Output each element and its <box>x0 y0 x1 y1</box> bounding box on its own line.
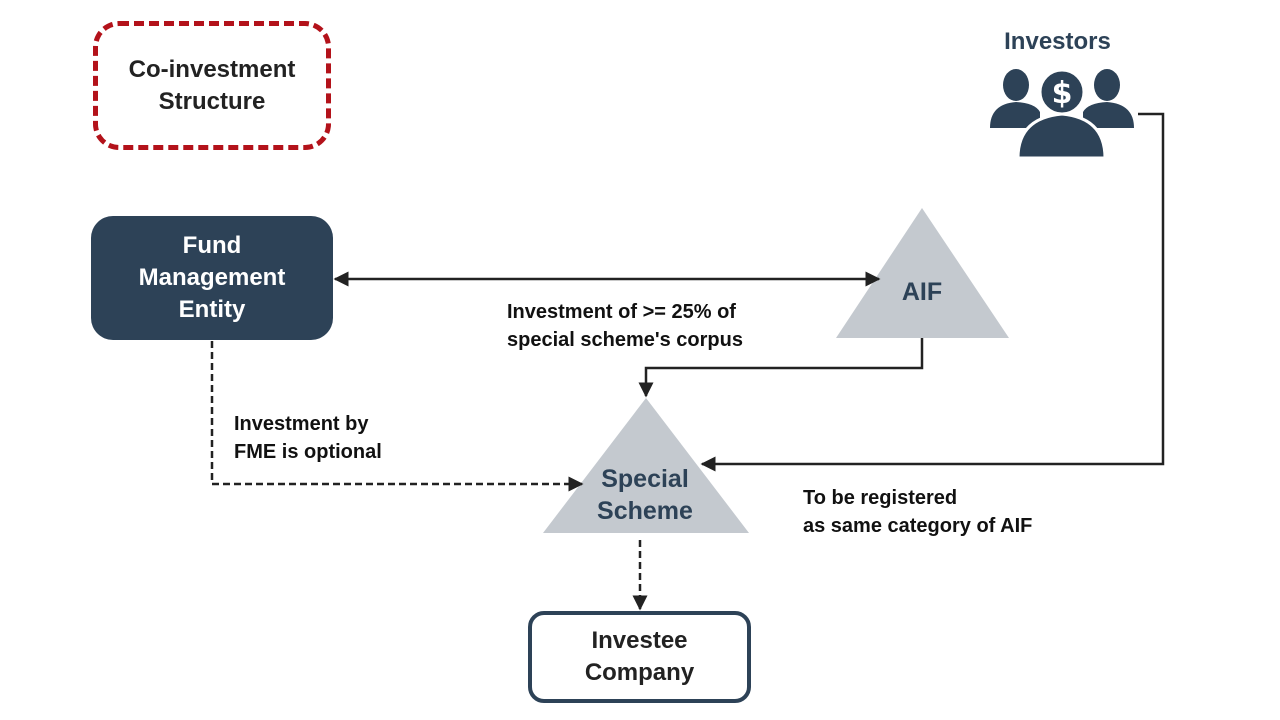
fme-investment-note: Investment by FME is optional <box>234 410 382 466</box>
investee-line-1: Investee <box>591 627 688 654</box>
investors-special-scheme-connector <box>700 112 1165 472</box>
investee-company-node[interactable]: Investee Company <box>528 611 751 703</box>
registration-note: To be registered as same category of AIF <box>803 484 1032 540</box>
fme-line-3: Entity <box>178 296 246 323</box>
aif-triangle[interactable] <box>836 208 1009 338</box>
aif-investment-note: Investment of >= 25% of special scheme's… <box>507 298 743 354</box>
special-scheme-label: Special Scheme <box>580 463 710 527</box>
title-line-1: Co-investment <box>128 55 296 83</box>
special-scheme-line-1: Special <box>601 465 689 493</box>
fme-note-line-1: Investment by <box>234 413 369 435</box>
title-line-2: Structure <box>158 87 266 115</box>
aif-label: AIF <box>901 278 943 306</box>
special-scheme-triangle[interactable] <box>543 398 749 533</box>
aif-special-scheme-connector <box>638 338 924 398</box>
fme-line-1: Fund <box>182 232 242 259</box>
registration-note-line-1: To be registered <box>803 487 958 509</box>
aif-note-line-1: Investment of >= 25% of <box>507 301 736 323</box>
registration-note-line-2: as same category of AIF <box>803 515 1033 537</box>
investors-dollar-icon: $ <box>990 68 1134 160</box>
special-scheme-line-2: Scheme <box>597 497 693 525</box>
fme-note-line-2: FME is optional <box>234 441 382 463</box>
investors-label: Investors <box>1004 28 1111 55</box>
aif-note-line-2: special scheme's corpus <box>507 329 743 351</box>
svg-text:$: $ <box>1052 76 1073 111</box>
fund-management-entity-node[interactable]: Fund Management Entity <box>91 216 333 340</box>
co-investment-structure-title: Co-investment Structure <box>93 21 331 150</box>
investee-line-2: Company <box>584 659 695 686</box>
fme-line-2: Management <box>138 264 286 291</box>
fme-special-scheme-dashed-connector <box>210 341 584 492</box>
